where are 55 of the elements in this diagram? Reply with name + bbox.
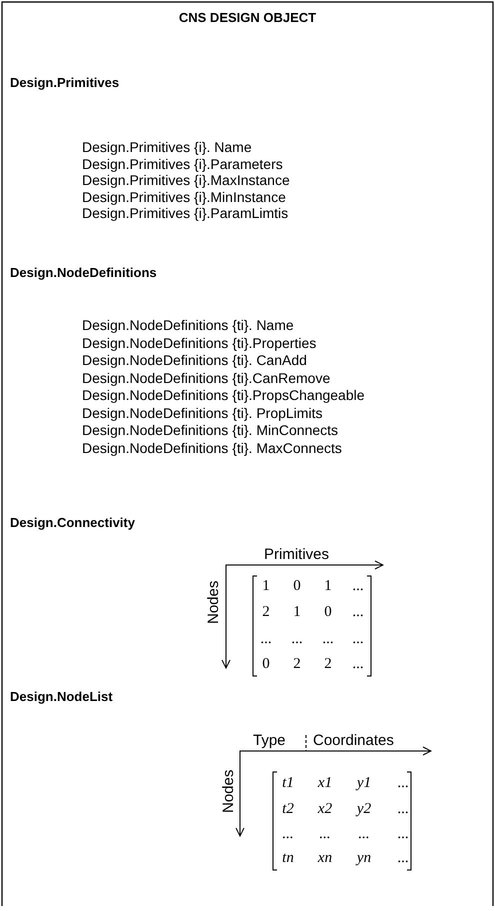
attribute-text: Design.NodeDefinitions {ti}. MaxConnects <box>82 440 342 454</box>
axis-label: Nodes <box>206 580 221 624</box>
section-heading: Design.NodeDefinitions <box>10 266 157 279</box>
axis-label: Nodes <box>221 770 236 813</box>
section-heading: Design.Primitives <box>10 76 120 89</box>
matrix-cell: ... <box>397 776 409 791</box>
attribute-text: Design.NodeDefinitions {ti}. MinConnects <box>82 423 338 437</box>
matrix-cell: xn <box>318 851 332 866</box>
matrix-cell: ... <box>319 827 331 842</box>
axis-label: Coordinates <box>313 733 394 748</box>
axis-label: Primitives <box>264 547 330 562</box>
attribute-text: Design.Primitives {i}.Parameters <box>82 156 283 170</box>
matrix-cell: 2 <box>293 657 301 672</box>
matrix-cell: y2 <box>356 802 372 817</box>
matrix-cell: x1 <box>318 776 332 791</box>
matrix-cell: tn <box>282 851 294 866</box>
attribute-text: Design.Primitives {i}. Name <box>82 140 252 154</box>
matrix-cell: ... <box>352 657 364 672</box>
matrix-cell: 0 <box>324 605 332 620</box>
matrix-cell: ... <box>291 632 303 647</box>
matrix-cell: ... <box>352 632 364 647</box>
matrix-cell: 2 <box>324 657 332 672</box>
attribute-text: Design.NodeDefinitions {ti}.CanRemove <box>82 370 330 384</box>
matrix-cell: 1 <box>324 579 332 594</box>
matrix-cell: ... <box>322 632 334 647</box>
attribute-text: Design.NodeDefinitions {ti}. PropLimits <box>82 406 322 420</box>
matrix-cell: 1 <box>262 579 270 594</box>
matrix-cell: ... <box>397 851 409 866</box>
attribute-text: Design.Primitives {i}.MaxInstance <box>82 173 290 187</box>
matrix-cell: y1 <box>356 776 372 791</box>
matrix-cell: ... <box>352 605 364 620</box>
section-heading: Design.NodeList <box>10 690 113 703</box>
matrix-cell: 0 <box>293 579 301 594</box>
matrix-cell: ... <box>352 579 364 594</box>
matrix-cell: x2 <box>318 802 332 817</box>
matrix-cell: t1 <box>282 776 294 791</box>
axis-label: Type <box>253 733 286 748</box>
matrix-cell: 2 <box>262 605 270 620</box>
matrix-cell: 0 <box>262 657 270 672</box>
matrix-cell: ... <box>260 632 272 647</box>
title: CNS DESIGN OBJECT <box>178 11 318 24</box>
matrix-cell: ... <box>282 827 294 842</box>
attribute-text: Design.NodeDefinitions {ti}. CanAdd <box>82 353 307 367</box>
matrix-cell: ... <box>397 802 409 817</box>
attribute-text: Design.NodeDefinitions {ti}. Name <box>82 318 294 332</box>
attribute-text: Design.Primitives {i}.MinInstance <box>82 190 286 204</box>
matrix-cell: ... <box>358 827 370 842</box>
attribute-text: Design.NodeDefinitions {ti}.Properties <box>82 336 316 350</box>
attribute-text: Design.NodeDefinitions {ti}.PropsChangeable <box>82 388 365 402</box>
section-heading: Design.Connectivity <box>10 516 135 529</box>
matrix-cell: t2 <box>282 802 294 817</box>
matrix-cell: yn <box>356 851 372 866</box>
matrix-cell: ... <box>397 827 409 842</box>
matrix-cell: 1 <box>293 605 301 620</box>
attribute-text: Design.Primitives {i}.ParamLimtis <box>82 206 288 220</box>
